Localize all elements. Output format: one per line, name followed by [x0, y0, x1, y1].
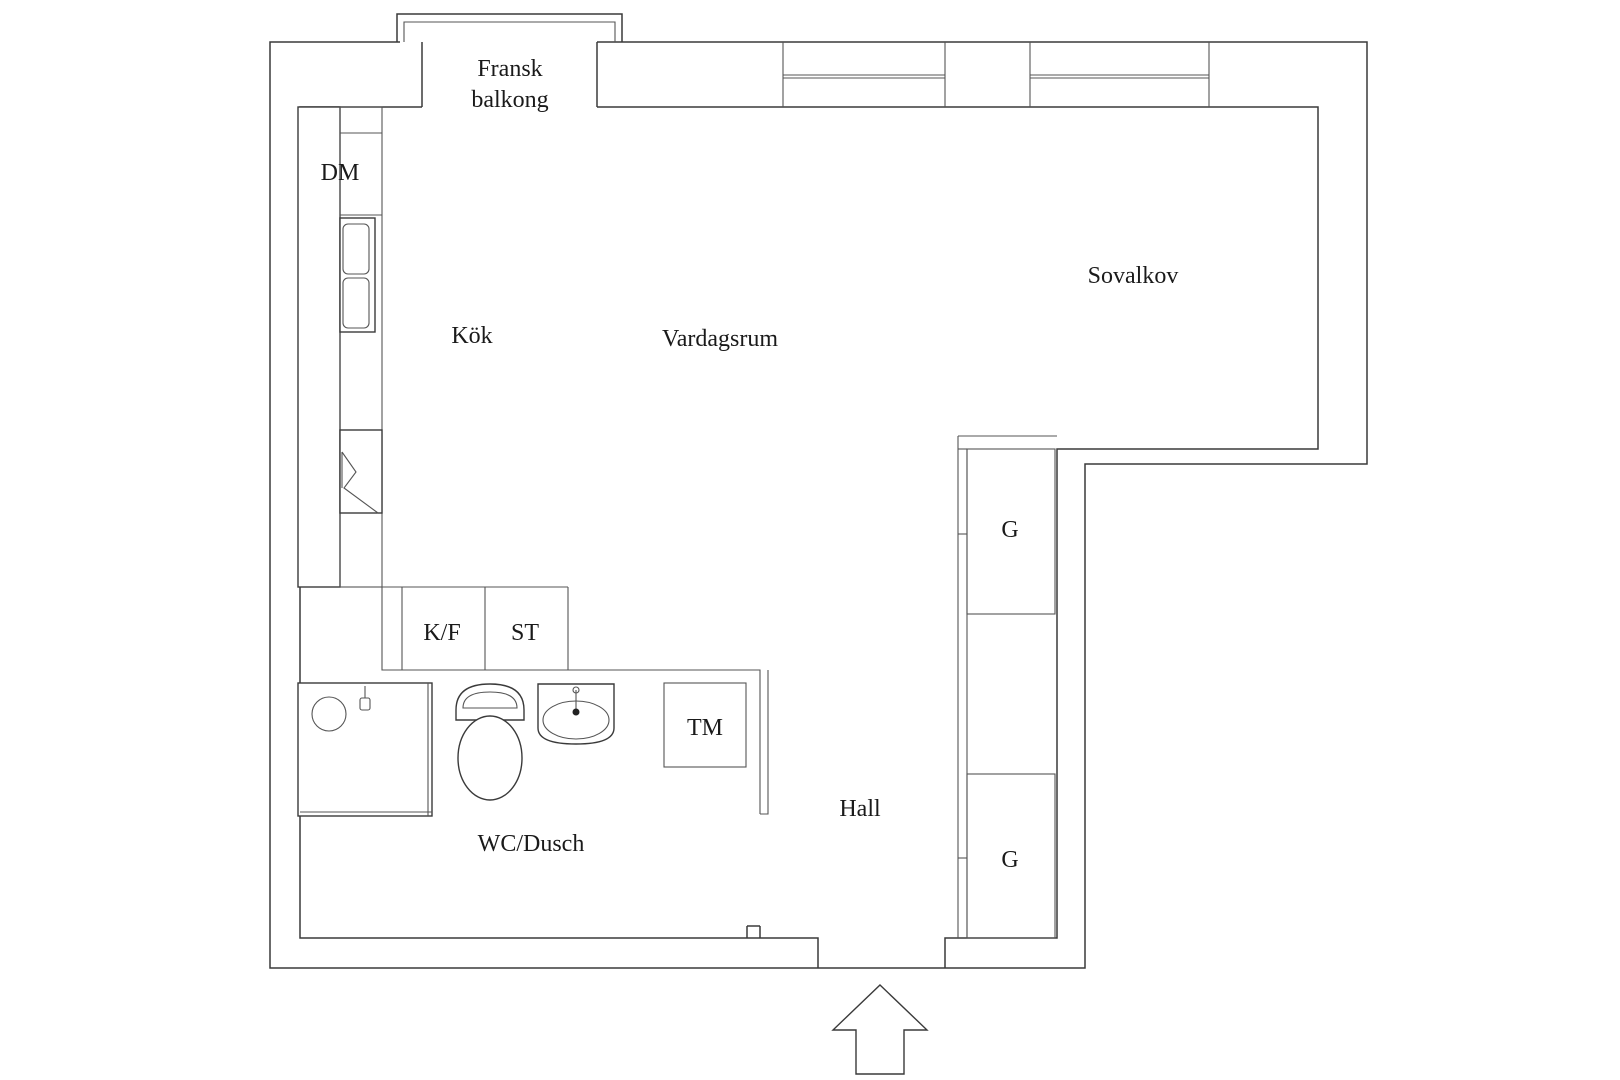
- living-room-label: Vardagsrum: [662, 326, 778, 352]
- sink-icon: [339, 217, 376, 333]
- wardrobe-upper: [958, 448, 1056, 615]
- outer-walls: [269, 41, 1368, 969]
- cabinet-row: [381, 586, 769, 815]
- balcony-label-line1: Fransk: [477, 56, 542, 82]
- shower-icon: [297, 682, 433, 817]
- french-balcony: [396, 13, 623, 107]
- kitchen-counter: [297, 106, 383, 588]
- wardrobe-lower-label: G: [1001, 847, 1018, 873]
- hall-label: Hall: [839, 796, 881, 822]
- bathroom-label: WC/Dusch: [478, 831, 585, 857]
- entrance-arrow-icon: [831, 984, 929, 1075]
- storage-label: ST: [511, 620, 539, 646]
- windows: [782, 42, 1210, 107]
- stove-icon: [339, 429, 383, 514]
- sleeping-alcove-label: Sovalkov: [1088, 263, 1179, 289]
- fridge-freezer-label: K/F: [423, 620, 460, 646]
- balcony-label-line2: balkong: [471, 87, 548, 113]
- kitchen-label: Kök: [451, 323, 492, 349]
- washing-machine: [663, 682, 747, 768]
- washing-machine-label: TM: [687, 715, 723, 741]
- washbasin-icon: [537, 683, 615, 745]
- wardrobe-lower: [958, 773, 1056, 939]
- dishwasher-label: DM: [321, 160, 360, 186]
- wardrobe-upper-label: G: [1001, 517, 1018, 543]
- toilet-icon: [455, 683, 525, 801]
